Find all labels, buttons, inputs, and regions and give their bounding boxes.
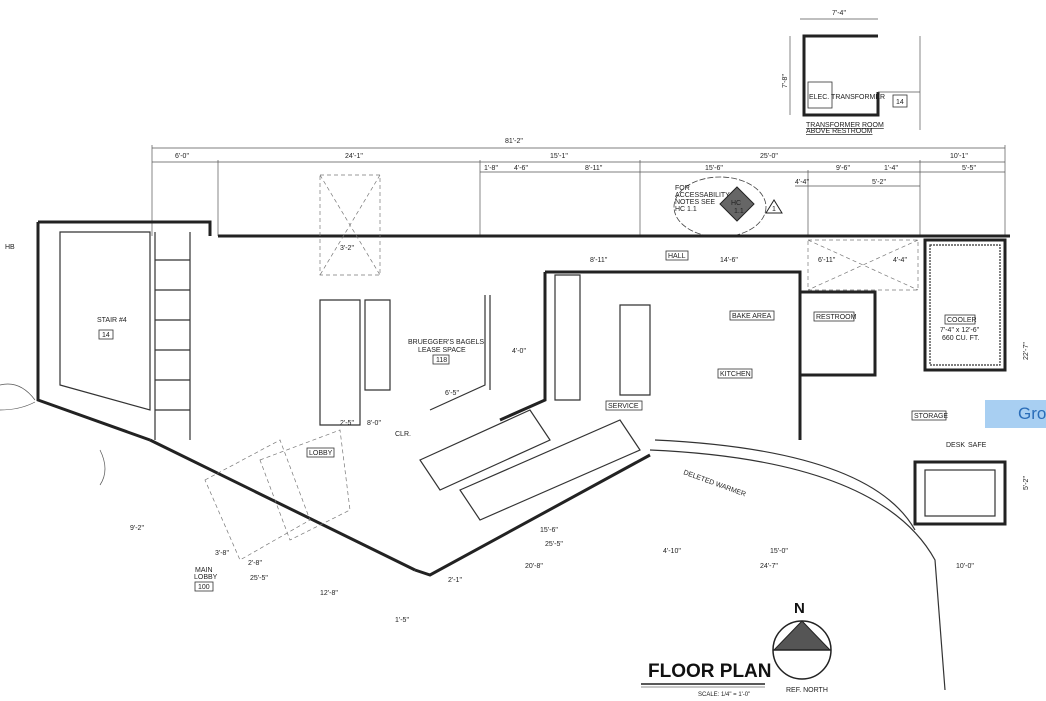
dim-text: 4'-0" bbox=[512, 348, 526, 355]
hb-label: HB bbox=[5, 244, 15, 251]
room-label: KITCHEN bbox=[720, 371, 751, 378]
room-label: LEASE SPACE bbox=[418, 347, 466, 354]
dim-text: 25'-0" bbox=[760, 153, 778, 160]
dim-text: 6'-5" bbox=[445, 390, 459, 397]
dim-text: 7'-4" bbox=[832, 10, 846, 17]
revision-mark: 1 bbox=[772, 206, 776, 213]
dim-text: 12'-8" bbox=[320, 590, 338, 597]
room-label: STAIR #4 bbox=[97, 317, 127, 324]
dim-text: 15'-6" bbox=[540, 527, 558, 534]
north-arrow: N REF. NORTH bbox=[772, 600, 832, 694]
room-label: SERVICE bbox=[608, 403, 639, 410]
dim-text: 5'-2" bbox=[872, 179, 886, 186]
dim-text: 4'-10" bbox=[663, 548, 681, 555]
dim-text: 8'-0" bbox=[367, 420, 381, 427]
dim-text: 6'-0" bbox=[175, 153, 189, 160]
dim-text: 1'-4" bbox=[884, 165, 898, 172]
dim-text: 2'-5" bbox=[340, 420, 354, 427]
equipment-label: ELEC. TRANSFORMER bbox=[809, 94, 885, 101]
room-label: LOBBY bbox=[194, 574, 218, 581]
room-label: 660 CU. FT. bbox=[942, 335, 979, 342]
dim-text: 9'-6" bbox=[836, 165, 850, 172]
room-number: 14 bbox=[102, 332, 110, 339]
dim-text: 20'-8" bbox=[525, 563, 543, 570]
dim-text: 15'-1" bbox=[550, 153, 568, 160]
tag: 14 bbox=[896, 99, 904, 106]
dim-text: 9'-2" bbox=[130, 525, 144, 532]
note-text: HC 1.1 bbox=[675, 206, 697, 213]
overlay-tag[interactable]: Gro bbox=[985, 400, 1046, 428]
room-number: 100 bbox=[198, 584, 210, 591]
sheet-ref: 1.1 bbox=[734, 208, 744, 215]
note-text: ACCESSABILITY bbox=[675, 192, 730, 199]
dim-text: 5'-5" bbox=[962, 165, 976, 172]
caption: ABOVE RESTROOM bbox=[806, 128, 873, 135]
dim-text: 2'-1" bbox=[448, 577, 462, 584]
dim-text: 24'-7" bbox=[760, 563, 778, 570]
dim-text: 22'-7" bbox=[1023, 342, 1030, 360]
dim-text: 1'-8" bbox=[484, 165, 498, 172]
room-label: DESK bbox=[946, 442, 965, 449]
room-label: BAKE AREA bbox=[732, 313, 772, 320]
drawing-title: FLOOR PLAN bbox=[648, 661, 772, 682]
dim-text: 25'-5" bbox=[545, 541, 563, 548]
dim-text: 8'-11" bbox=[590, 257, 608, 264]
room-label: 7'-4" x 12'-6" bbox=[940, 327, 980, 334]
dim-text: 3'-8" bbox=[215, 550, 229, 557]
title-block: FLOOR PLAN SCALE: 1/4" = 1'-0" bbox=[641, 661, 772, 698]
room-label: COOLER bbox=[947, 317, 977, 324]
room-label: STORAGE bbox=[914, 413, 948, 420]
room-label: RESTROOM bbox=[816, 314, 857, 321]
dim-text: 7'-8" bbox=[782, 74, 789, 88]
north-label: REF. NORTH bbox=[786, 687, 828, 694]
room-number: 118 bbox=[436, 357, 447, 364]
dim-text: 3'-2" bbox=[340, 245, 354, 252]
transformer-room: 7'-4" 7'-8" ELEC. TRANSFORMER 14 TRANSFO… bbox=[782, 10, 921, 135]
dim-text: 10'-0" bbox=[956, 563, 974, 570]
walls bbox=[0, 174, 1010, 691]
dim-text: CLR. bbox=[395, 431, 411, 438]
handwritten-note: DELETED WARMER bbox=[682, 469, 746, 498]
dim-text: 6'-11" bbox=[818, 257, 836, 264]
room-label: LOBBY bbox=[309, 450, 333, 457]
room-label: BRUEGGER'S BAGELS bbox=[408, 339, 484, 346]
room-label: HALL bbox=[668, 253, 686, 260]
dim-text: 4'-4" bbox=[795, 179, 809, 186]
dim-text: 4'-6" bbox=[514, 165, 528, 172]
room-label: SAFE bbox=[968, 442, 987, 449]
dim-text: 5'-2" bbox=[1023, 476, 1030, 490]
dim-text: 81'-2" bbox=[505, 138, 523, 145]
dim-text: 24'-1" bbox=[345, 153, 363, 160]
caption: TRANSFORMER ROOM bbox=[806, 122, 884, 129]
note-text: NOTES SEE bbox=[675, 199, 715, 206]
accessibility-note: FOR ACCESSABILITY NOTES SEE HC 1.1 HC 1.… bbox=[673, 176, 783, 238]
dim-text: 15'-6" bbox=[705, 165, 723, 172]
top-dimensions: 81'-2" 6'-0" 24'-1" 15'-1" 25'-0" 10'-1"… bbox=[151, 138, 1006, 236]
dim-text: 25'-5" bbox=[250, 575, 268, 582]
drawing-scale: SCALE: 1/4" = 1'-0" bbox=[698, 692, 750, 698]
dim-text: 8'-11" bbox=[585, 165, 603, 172]
dim-text: 2'-8" bbox=[248, 560, 262, 567]
dim-text: 14'-6" bbox=[720, 257, 738, 264]
dim-text: 10'-1" bbox=[950, 153, 968, 160]
misc-dimensions: 3'-2" 14'-6" 8'-11" 6'-11" 4'-4" 4'-0" 6… bbox=[130, 245, 1030, 624]
note-text: FOR bbox=[675, 185, 690, 192]
north-letter: N bbox=[794, 600, 805, 617]
dim-text: 4'-4" bbox=[893, 257, 907, 264]
room-label: MAIN bbox=[195, 567, 213, 574]
dim-text: 15'-0" bbox=[770, 548, 788, 555]
sheet-ref: HC bbox=[731, 200, 741, 207]
dim-text: 1'-5" bbox=[395, 617, 409, 624]
